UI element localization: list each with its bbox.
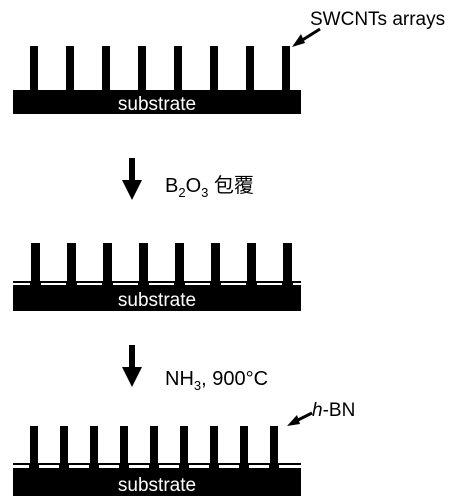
nanotube <box>282 46 290 92</box>
hbn-label-rest: -BN <box>323 400 356 421</box>
nanotube <box>31 243 40 287</box>
down-arrow-icon <box>122 158 142 200</box>
tube-base <box>59 464 69 470</box>
hbn-label: h-BN <box>312 400 355 421</box>
tube-base <box>149 464 159 470</box>
nanotube <box>246 46 254 92</box>
stage-b2o3-coated: substrate <box>13 243 301 311</box>
nanotube <box>270 426 278 470</box>
substrate-label: substrate <box>118 475 196 496</box>
nanotube <box>102 46 110 92</box>
hbn-tubes <box>29 426 279 470</box>
step-2-label: NH3, 900°C <box>165 368 268 393</box>
nanotube <box>211 243 220 287</box>
swcnt-annotation: SWCNTs arrays <box>292 9 445 47</box>
pointer-arrow-icon <box>287 411 313 426</box>
substrate <box>13 90 301 114</box>
step-1-label: B2O3 包覆 <box>165 174 254 200</box>
hbn-label-italic: h <box>312 400 323 421</box>
nanotube <box>66 46 74 92</box>
stage-hbn-shell: substrate <box>13 426 301 496</box>
tube-base <box>102 281 113 287</box>
substrate <box>13 285 301 311</box>
label-part: 包覆 <box>208 174 254 197</box>
nanotube <box>174 46 182 92</box>
down-arrow-icon <box>122 345 142 387</box>
tube-base <box>269 464 279 470</box>
nanotube <box>150 426 158 470</box>
nanotube <box>240 426 248 470</box>
label-part: °C <box>246 368 268 390</box>
nanotube <box>120 426 128 470</box>
nanotube <box>30 426 38 470</box>
nanotube <box>247 243 256 287</box>
substrate-label: substrate <box>118 94 196 115</box>
tube-base <box>29 464 39 470</box>
substrate-label: substrate <box>118 290 196 311</box>
tube-base <box>239 464 249 470</box>
label-part: B <box>165 175 178 197</box>
nanotube <box>139 243 148 287</box>
label-part: NH <box>165 368 194 390</box>
tube-base <box>209 464 219 470</box>
tube-base <box>174 281 185 287</box>
subscript: 2 <box>178 185 185 200</box>
step-b2o3-coating: B2O3 包覆 <box>122 158 254 200</box>
nanotube <box>30 46 38 92</box>
nanotube <box>210 46 218 92</box>
stage-swcnt-array: substrate <box>13 46 301 115</box>
nanotube <box>90 426 98 470</box>
nanotube <box>180 426 188 470</box>
nanotube <box>67 243 76 287</box>
swcnt-arrays-label: SWCNTs arrays <box>310 9 445 30</box>
tube-base <box>210 281 221 287</box>
nanotube <box>175 243 184 287</box>
substrate <box>13 468 301 496</box>
tube-base <box>246 281 257 287</box>
tube-base <box>66 281 77 287</box>
tube-base <box>282 281 293 287</box>
nanotube <box>210 426 218 470</box>
nanotube <box>283 243 292 287</box>
nanotube <box>60 426 68 470</box>
subscript: 3 <box>194 378 201 393</box>
nanotube <box>138 46 146 92</box>
tube-base <box>30 281 41 287</box>
pointer-arrow-icon <box>292 27 321 47</box>
nanotube <box>103 243 112 287</box>
label-part: , 900 <box>201 368 245 390</box>
hbn-annotation: h-BN <box>287 400 355 426</box>
coated-tubes <box>30 243 293 287</box>
tube-base <box>179 464 189 470</box>
tube-base <box>89 464 99 470</box>
label-part: O <box>186 175 202 197</box>
tube-base <box>138 281 149 287</box>
subscript: 3 <box>201 185 208 200</box>
step-nh3-anneal: NH3, 900°C <box>122 345 268 393</box>
swcnt-tubes <box>30 46 290 92</box>
tube-base <box>119 464 129 470</box>
